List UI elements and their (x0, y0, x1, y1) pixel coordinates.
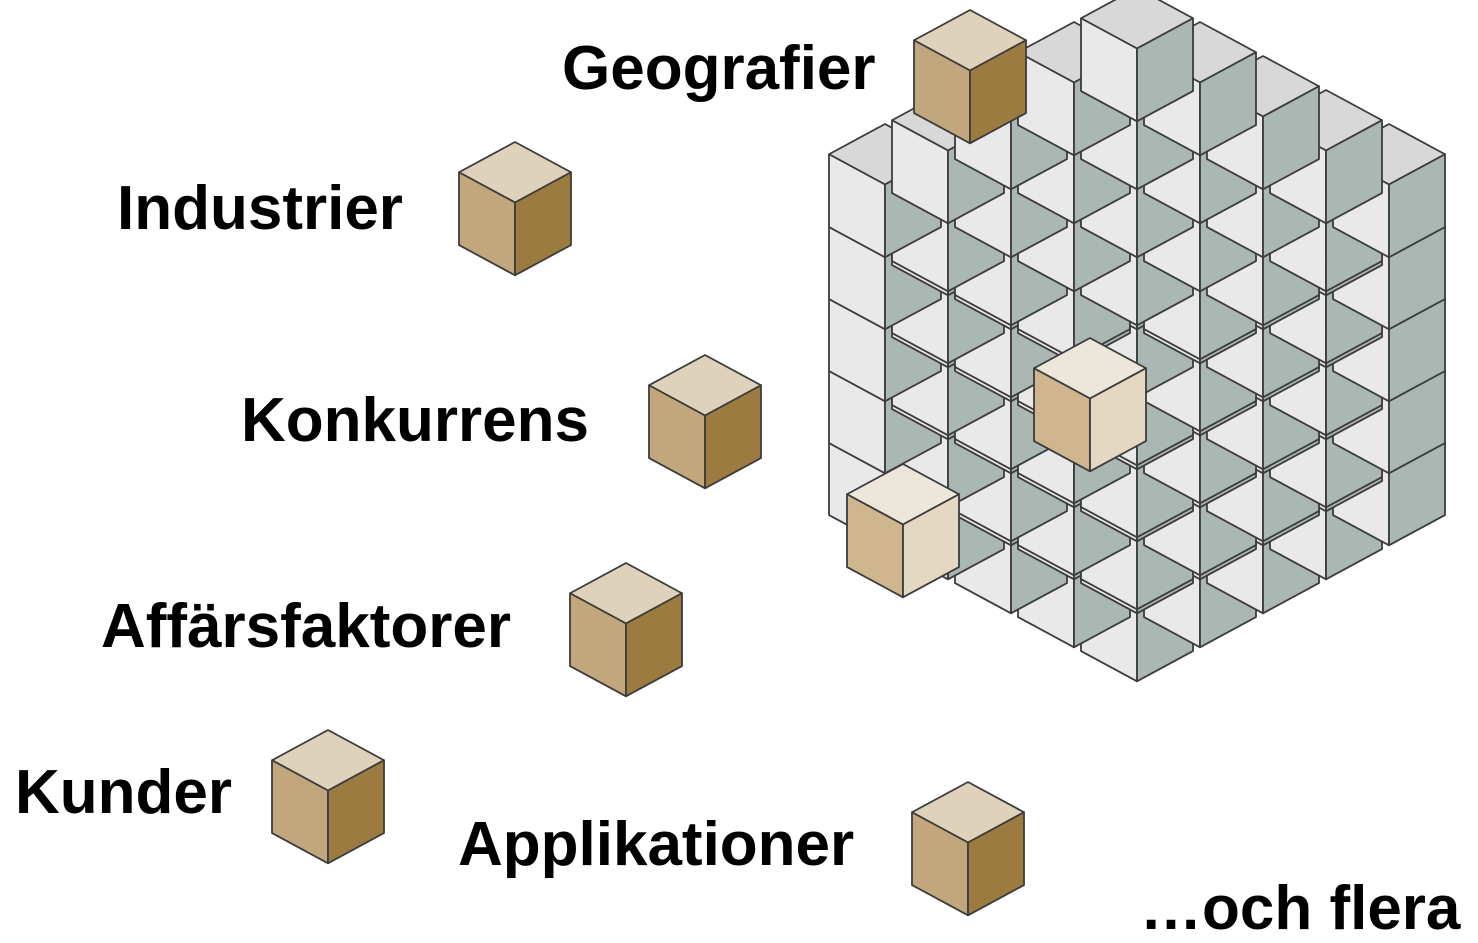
label-industrier: Industrier (117, 174, 403, 243)
industrier-cube (458, 141, 572, 277)
dimension-cubes (271, 9, 1027, 917)
label-geografier: Geografier (562, 34, 876, 103)
geografier-cube (913, 9, 1027, 145)
large-data-cube (828, 0, 1446, 683)
label-kunder: Kunder (15, 758, 232, 827)
label-och-flera: …och flera (1140, 874, 1461, 943)
konkurrens-cube (648, 354, 762, 490)
highlight-cube (1033, 337, 1147, 473)
kunder-cube (271, 729, 385, 865)
grid-cube (1080, 0, 1194, 123)
affarsfaktorer-cube (569, 562, 683, 698)
label-applikationer: Applikationer (458, 810, 855, 879)
label-affarsfaktorer: Affärsfaktorer (101, 592, 512, 661)
label-konkurrens: Konkurrens (241, 386, 589, 455)
applikationer-cube (911, 781, 1025, 917)
highlight-cube (846, 463, 960, 599)
